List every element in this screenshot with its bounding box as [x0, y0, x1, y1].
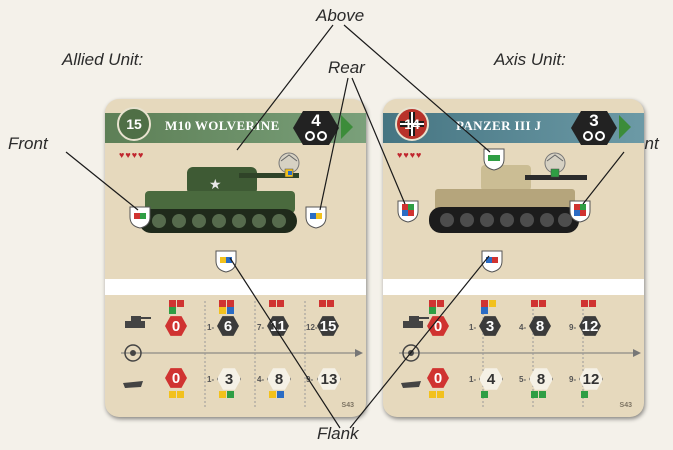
pip-red [589, 300, 596, 307]
card-serial: S43 [341, 402, 354, 409]
attack-grid: 0 3 8 12 0 4 8 12 1- 4- 9- 1- 5- 9- [383, 295, 644, 417]
rear-armor-shield [305, 206, 327, 229]
tank-panzer-illustration [429, 165, 587, 233]
pip-yellow [177, 391, 184, 398]
cost-badge [117, 107, 151, 141]
pip-yellow [269, 391, 276, 398]
pip-yellow [489, 300, 496, 307]
pip-green [481, 391, 488, 398]
pip-blue [277, 391, 284, 398]
pip-blue [481, 307, 488, 314]
pip-red [327, 300, 334, 307]
attack-grid: 0 6 11 15 0 3 8 13 1- 7- 12- 1- 4- 9- [105, 295, 366, 417]
pip-green [429, 307, 436, 314]
range-infantry-2: 5- [519, 375, 527, 384]
range-infantry-2: 4- [257, 375, 265, 384]
range-vehicle-3: 12- [306, 323, 318, 332]
divider-strip [383, 279, 644, 295]
pip-green [227, 391, 234, 398]
movement-value: 4 [311, 111, 321, 130]
pip-red [219, 300, 226, 307]
tank-m10-illustration: ★ [139, 167, 299, 233]
attack-infantry-2: 8 [529, 368, 553, 390]
range-infantry-1: 1- [207, 375, 215, 384]
unit-name: M10 WOLVERINE [165, 118, 280, 133]
front-armor-shield [129, 206, 151, 229]
pip-green [169, 307, 176, 314]
range-infantry-3: 9- [306, 375, 314, 384]
range-infantry-1: 1- [469, 375, 477, 384]
label-axis-unit: Axis Unit: [494, 50, 566, 69]
pip-red [429, 300, 436, 307]
pip-yellow [219, 391, 226, 398]
rear-armor-shield [397, 200, 419, 223]
pip-red [177, 300, 184, 307]
pip-red [531, 300, 538, 307]
label-above: Above [316, 6, 365, 25]
pip-red [437, 300, 444, 307]
pip-green [581, 391, 588, 398]
attack-vehicle-2: 8 [529, 316, 551, 336]
pip-green [531, 391, 538, 398]
pip-red [277, 300, 284, 307]
pip-yellow [169, 391, 176, 398]
attack-infantry-0: 0 [165, 368, 187, 388]
above-armor-shield [483, 148, 505, 171]
label-rear: Rear [328, 58, 365, 77]
svg-text:★: ★ [209, 177, 222, 193]
attack-infantry-3: 12 [579, 368, 603, 390]
unit-cost: 15 [126, 116, 142, 132]
attack-vehicle-0: 0 [165, 316, 187, 336]
pip-blue [227, 307, 234, 314]
hit-points: ♥♥♥♥ [397, 150, 423, 160]
air-defense-icon [544, 152, 566, 178]
label-front-left: Front [8, 134, 48, 153]
movement-value: 3 [589, 111, 599, 130]
arrow-icon [619, 115, 631, 139]
pip-yellow [219, 307, 226, 314]
pip-yellow [429, 391, 436, 398]
front-armor-shield [569, 200, 591, 223]
flank-armor-shield [215, 250, 237, 273]
pip-red [481, 300, 488, 307]
range-vehicle-3: 9- [569, 323, 577, 332]
divider-strip [105, 279, 366, 295]
pip-red [269, 300, 276, 307]
arrow-icon [341, 115, 353, 139]
pip-green [539, 391, 546, 398]
pip-red [581, 300, 588, 307]
pip-red [227, 300, 234, 307]
axis-unit-card[interactable]: 14 PANZER III J 3 ♥♥♥♥ [383, 99, 644, 417]
card-serial: S43 [619, 402, 632, 409]
range-vehicle-1: 1- [469, 323, 477, 332]
label-flank: Flank [317, 424, 359, 443]
label-allied-unit: Allied Unit: [62, 50, 144, 69]
air-defense-icon [278, 152, 300, 178]
unit-cost: 14 [404, 116, 420, 132]
range-infantry-3: 9- [569, 375, 577, 384]
attack-vehicle-3: 12 [579, 316, 601, 336]
allied-unit-card[interactable]: 15 M10 WOLVERINE 4 ♥♥♥♥ ★ [105, 99, 366, 417]
range-vehicle-2: 4- [519, 323, 527, 332]
unit-name: PANZER III J [456, 118, 542, 133]
range-vehicle-2: 7- [257, 323, 265, 332]
range-vehicle-1: 1- [207, 323, 215, 332]
pip-yellow [437, 391, 444, 398]
pip-red [319, 300, 326, 307]
pip-red [539, 300, 546, 307]
movement-hex [571, 111, 617, 145]
flank-armor-shield [481, 250, 503, 273]
pip-red [169, 300, 176, 307]
